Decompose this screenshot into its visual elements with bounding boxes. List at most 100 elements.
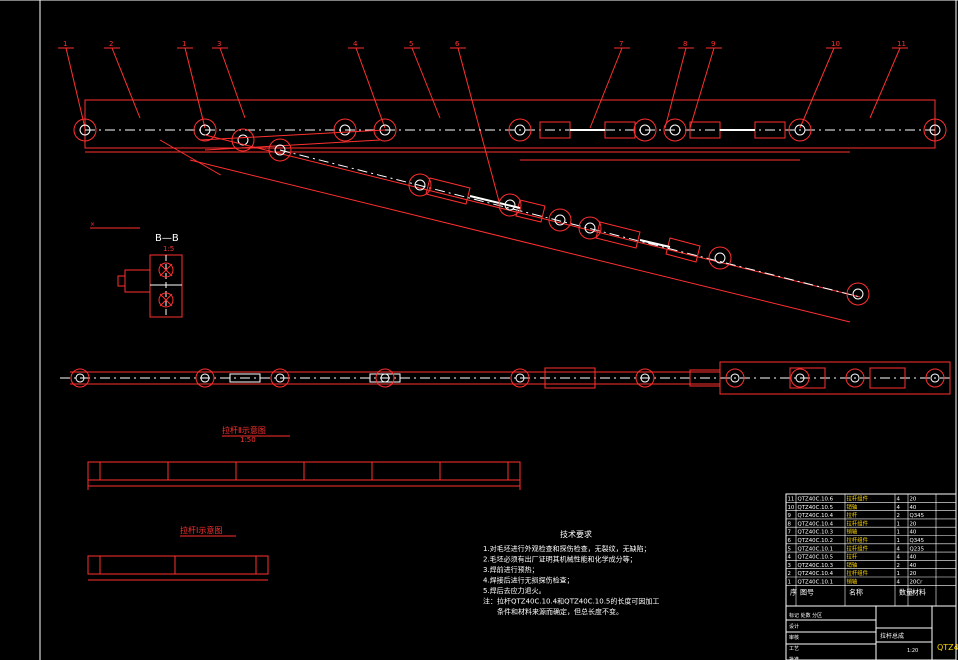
technical-requirements: 技术要求 1.对毛坯进行外观检查和探伤检查，无裂纹，无缺陷；2.毛坯必须有出厂证… <box>483 529 659 616</box>
bom-cell: QTZ40C.10.4 <box>798 571 834 577</box>
bom-cell: 2 <box>897 513 900 519</box>
bom-cell: 20 <box>910 521 917 527</box>
pin-joint <box>73 118 97 142</box>
pin-joint <box>788 118 812 142</box>
bom-cell: 销轴 <box>847 561 858 569</box>
pin-joint <box>231 128 255 152</box>
bom-cell: 20Cr <box>910 580 924 586</box>
bom-cell: 10 <box>788 505 795 511</box>
bom-cell: Q345 <box>910 538 925 544</box>
title-block-row: 审核 <box>789 634 799 641</box>
balloon-label: 11 <box>897 40 906 48</box>
pin-joint <box>70 368 90 388</box>
view2-segment-ticks <box>99 462 509 480</box>
pin-joint <box>510 368 530 388</box>
balloon-5: 4 <box>348 40 386 129</box>
bom-cell: 11 <box>788 497 795 503</box>
pin-joint <box>498 193 522 217</box>
pin-joint <box>846 282 870 306</box>
diagonal-pin-joints <box>268 138 870 306</box>
bom-cell: 4 <box>897 555 901 561</box>
plan-view-pin-joints <box>70 368 945 388</box>
bom-cell: QTZ40C.10.4 <box>798 521 834 527</box>
balloon-label: 2 <box>109 40 113 48</box>
bom-cell: 拉杆组件 <box>847 569 869 577</box>
bom-cell: 拉杆 <box>847 511 858 519</box>
pin-joint <box>845 368 865 388</box>
bom-cell: 20 <box>910 497 917 503</box>
bom-cell: QTZ40C.10.6 <box>798 497 834 503</box>
balloon-8: 7 <box>589 40 630 129</box>
pin-joint <box>548 208 572 232</box>
tech-requirement-line: 注：拉杆QTZ40C.10.4和QTZ40C.10.5的长度可因加工 <box>483 597 659 606</box>
pin-joint <box>708 246 732 270</box>
bom-cell: 销轴 <box>847 528 858 536</box>
view-tie-rod-2: 拉杆Ⅱ示意图 1:50 <box>87 425 521 490</box>
balloon-label: 8 <box>683 40 687 48</box>
pin-joint <box>663 118 687 142</box>
balloon-label: 10 <box>831 40 840 48</box>
section-title: B—B <box>155 233 179 244</box>
bom-cell: 9 <box>788 513 792 519</box>
tech-title: 技术要求 <box>560 529 592 539</box>
balloon-11: 10 <box>799 40 842 129</box>
svg-text:×: × <box>90 221 95 228</box>
bom-cell: Q235 <box>910 546 925 552</box>
bom-cell: 2 <box>788 571 791 577</box>
drawing-name: 拉杆总成 <box>880 632 904 640</box>
bom-cell: 4 <box>897 497 901 503</box>
bom-cell: QTZ40C.10.3 <box>798 563 834 569</box>
balloon-label: 7 <box>619 40 623 48</box>
title-block-row: 批准 <box>789 656 799 660</box>
bom-cell: 1 <box>897 538 900 544</box>
pin-joint <box>375 368 395 388</box>
view2-scale: 1:50 <box>240 436 256 444</box>
bom-cell: 4 <box>788 555 792 561</box>
bom-cell: 销轴 <box>847 578 858 586</box>
bom-cell: 1 <box>897 521 900 527</box>
bom-cell: 4 <box>897 580 901 586</box>
bom-cell: 销轴 <box>847 503 858 511</box>
bom-cell: 7 <box>788 530 791 536</box>
tech-requirement-line: 4.焊接后进行无损探伤检查； <box>483 576 574 585</box>
tech-requirement-line: 1.对毛坯进行外观检查和探伤检查，无裂纹，无缺陷； <box>483 544 651 553</box>
bom-cell: 3 <box>788 563 791 569</box>
bom-cell: 拉杆组件 <box>847 536 869 544</box>
bom-cell: Q345 <box>910 513 925 519</box>
balloon-label: 1 <box>63 40 67 48</box>
view2-title: 拉杆Ⅱ示意图 <box>222 425 266 435</box>
pin-joint <box>923 118 947 142</box>
bom-cell: 5 <box>788 546 791 552</box>
balloon-4: 3 <box>212 40 246 119</box>
balloon-7: 6 <box>450 40 501 206</box>
drawing-number: QTZ40C.10 <box>937 643 958 652</box>
pin-joint <box>508 118 532 142</box>
pin-joint <box>925 368 945 388</box>
view-tie-rod-1: 拉杆Ⅰ示意图 <box>87 525 269 581</box>
bom-cell: 40 <box>910 530 917 536</box>
pin-joint <box>270 368 290 388</box>
diagonal-tie-rod-assembly <box>159 129 861 323</box>
balloon-3: 1 <box>177 40 206 129</box>
balloon-label: 9 <box>711 40 715 48</box>
pin-joint <box>268 138 292 162</box>
bom-cell: 4 <box>897 505 901 511</box>
pin-joint <box>408 173 432 197</box>
title-block-row: 设计 <box>789 623 799 630</box>
balloon-1: 1 <box>58 40 86 129</box>
pin-joint <box>725 368 745 388</box>
bom-cell: 拉杆组件 <box>847 544 869 552</box>
drawing-scale: 1:20 <box>907 648 918 654</box>
tech-requirement-line: 3.焊前进行预热； <box>483 565 539 574</box>
bom-header-cell: 图号 <box>800 588 814 596</box>
